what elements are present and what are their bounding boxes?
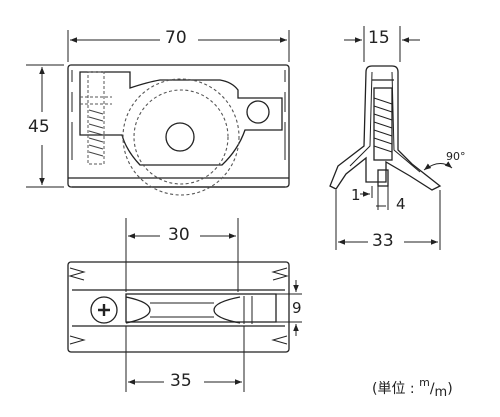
bottom-slot-height-label: 9 — [292, 299, 302, 317]
bottom-inner-width-label: 30 — [168, 225, 190, 245]
unit-note-m-top: m — [419, 376, 430, 389]
front-bracket — [79, 71, 283, 166]
bottom-right-wave — [271, 267, 289, 345]
front-view — [67, 64, 290, 196]
side-width-label: 15 — [368, 28, 390, 48]
side-view — [329, 65, 442, 191]
bottom-screw-cross — [98, 304, 110, 316]
side-outer-shell — [329, 65, 442, 191]
front-height-dimension — [26, 64, 64, 188]
front-right-hole — [246, 100, 270, 124]
unit-note-suffix: ) — [447, 381, 453, 397]
bottom-wheel-width-label: 35 — [170, 371, 192, 391]
side-inner-shell — [349, 71, 421, 173]
side-gap-leaders — [360, 186, 389, 210]
front-axle-hole — [165, 122, 195, 152]
front-width-label: 70 — [165, 28, 187, 48]
side-gap-right-label: 4 — [396, 195, 406, 213]
front-screw-thread — [88, 109, 104, 157]
side-base-width-label: 33 — [372, 231, 394, 251]
side-foot — [377, 169, 389, 187]
side-angle-label: 90° — [446, 150, 466, 163]
side-angle-arc — [423, 161, 453, 171]
front-wheel-hidden — [122, 78, 240, 196]
front-wheel-inner-hidden — [133, 89, 229, 185]
bottom-body-outline — [67, 261, 290, 353]
bottom-right-dimension — [276, 280, 302, 336]
side-screw-thread — [373, 97, 393, 153]
unit-note-prefix: (単位 : — [372, 381, 420, 397]
front-body-outline — [67, 64, 290, 188]
front-width-dimension — [67, 30, 290, 62]
front-screw — [80, 71, 112, 165]
side-gap-left-label: 1 — [351, 186, 361, 204]
unit-note-m-bottom: m — [434, 385, 448, 400]
side-base-dimension — [335, 190, 441, 250]
bottom-bottom-dimension — [125, 326, 245, 392]
bottom-left-wave — [68, 267, 86, 345]
side-screw-body — [373, 87, 393, 161]
bottom-screw-head — [90, 296, 118, 324]
unit-note: (単位 : m/m) — [372, 376, 453, 400]
bottom-wheel — [125, 296, 241, 324]
front-height-label: 45 — [28, 117, 50, 137]
bottom-view — [67, 261, 290, 353]
unit-note-slash: / — [429, 381, 435, 397]
bottom-slot — [125, 293, 277, 323]
bottom-top-dimension — [125, 218, 239, 292]
side-top-dimension — [344, 26, 420, 62]
